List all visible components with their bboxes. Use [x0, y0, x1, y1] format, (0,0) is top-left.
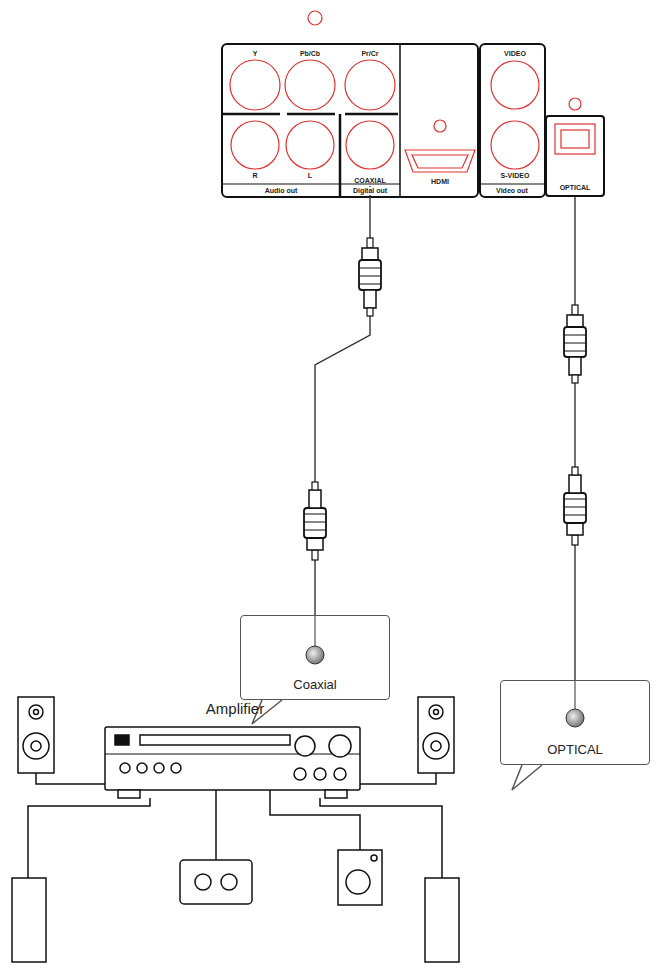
node-text: OPTICAL — [560, 184, 591, 192]
panel-label: Video out — [495, 187, 529, 195]
player-back-panel — [222, 44, 545, 197]
panel-label: Audio out — [264, 187, 299, 195]
node-text: OPTICAL — [547, 743, 603, 758]
amplifier-heading: Amplifier — [150, 698, 320, 723]
panel-label: Y — [252, 50, 259, 58]
node-text: COAXIAL — [354, 177, 386, 185]
panel-label: S-VIDEO — [500, 172, 531, 180]
panel-label: R — [251, 172, 258, 180]
panel-label: L — [307, 172, 313, 180]
rca-jacks — [230, 11, 595, 172]
node-text: Coaxial — [293, 678, 336, 693]
optical-plug — [564, 467, 586, 545]
callout-tails — [252, 700, 542, 790]
panel-label: Pb/Cb — [299, 50, 321, 58]
coaxial-plug — [304, 482, 326, 560]
signal-cable — [574, 197, 575, 680]
speakers — [12, 697, 459, 962]
optical-callout: OPTICAL — [500, 680, 650, 765]
amplifier-drawing — [105, 727, 360, 798]
coaxial-jack: COAXIAL — [340, 118, 400, 186]
panel-label: Pr/Cr — [360, 50, 379, 58]
panel-label: HDMI — [430, 178, 450, 186]
coaxial-callout: Coaxial — [240, 615, 390, 700]
coaxial-plug — [359, 238, 381, 316]
node-text: Amplifier — [206, 700, 264, 717]
panel-label: VIDEO — [503, 50, 527, 58]
optical-port: OPTICAL — [545, 115, 605, 197]
panel-label: Digital out — [352, 187, 388, 195]
optical-plug — [564, 305, 586, 383]
